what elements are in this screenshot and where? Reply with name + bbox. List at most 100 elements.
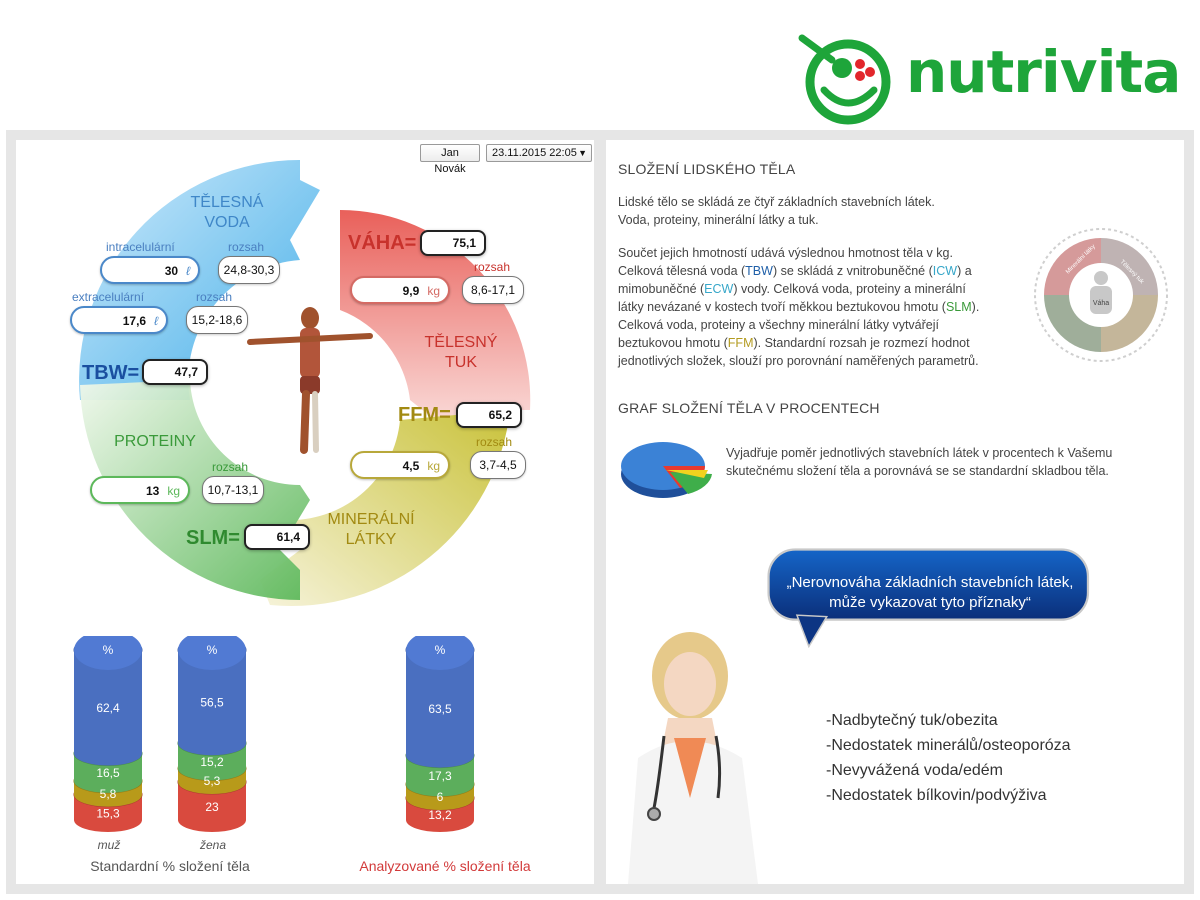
water-segment: [79, 159, 320, 400]
intro-line1: Lidské tělo se skládá ze čtyř základních…: [618, 195, 935, 209]
fat-title-line2: TUK: [445, 354, 477, 371]
header: nutrivita: [0, 0, 1200, 130]
ecw-range: 15,2-18,6: [186, 306, 248, 334]
protein-range-label: rozsah: [212, 460, 249, 474]
minerals-title-line1: MINERÁLNÍ: [327, 511, 415, 528]
cylinder-top-label: %: [435, 643, 446, 657]
ecw-range-label: rozsah: [196, 290, 233, 304]
fat-segment: [340, 209, 531, 440]
water-title-line1: TĚLESNÁ: [190, 194, 264, 211]
graph-line2: skutečnému složení těla a porovnává se s…: [726, 464, 1109, 478]
mini-ring-center-label: Váha: [1093, 300, 1109, 307]
cylinder-value-mineral: 6: [437, 790, 444, 804]
fat-range: 8,6-17,1: [462, 276, 524, 304]
cylinder-value-water: 63,5: [428, 702, 452, 716]
para-line3b: ) vody. Celková voda, proteiny a minerál…: [733, 282, 966, 296]
ecw-unit: ℓ: [154, 314, 158, 328]
protein-title: PROTEINY: [114, 433, 196, 450]
icw-unit: ℓ: [186, 264, 190, 278]
minerals-title: MINERÁLNÍ LÁTKY: [316, 510, 426, 550]
analyzed-composition-title: Analyzované % složení těla: [359, 858, 531, 874]
ecw-label: extracelulární: [72, 290, 145, 304]
cylinder-value-protein: 16,5: [96, 766, 120, 780]
cylinder-value-protein: 17,3: [428, 769, 452, 783]
list-item: -Nevyvážená voda/edém: [826, 762, 1003, 779]
ffm-value: 65,2: [456, 402, 522, 428]
para-line3a: mimobuněčné (: [618, 282, 705, 296]
icw-range: 24,8-30,3: [218, 256, 280, 284]
cylinder-value-water: 56,5: [200, 696, 224, 710]
para-line7: jednotlivých složek, slouží pro porovnán…: [618, 354, 979, 368]
brand-name: nutrivita: [906, 38, 1181, 106]
para-line4a: látky nevázané v kostech tvoří měkkou be…: [618, 300, 946, 314]
cylinder-male: %62,416,55,815,3: [73, 636, 143, 832]
bubble-line1: „Nerovnováha základních stavebních látek…: [786, 574, 1074, 591]
para-line4b: ).: [971, 300, 980, 314]
ecw-term: ECW: [704, 282, 734, 296]
cylinder-cap: [178, 636, 246, 670]
ecw-value: 17,6: [122, 314, 147, 328]
weight-value: 75,1: [420, 230, 486, 256]
slm-value: 61,4: [244, 524, 310, 550]
cylinder-analyzed: % 63,5 17,3 6 13,2: [405, 636, 475, 832]
fat-title: TĚLESNÝ TUK: [416, 333, 506, 373]
water-title: TĚLESNÁ VODA: [182, 193, 272, 233]
cylinder-female: %56,515,25,323: [177, 636, 247, 832]
cylinder-value-mineral: 5,3: [204, 774, 221, 788]
list-item: -Nedostatek minerálů/osteoporóza: [826, 737, 1071, 754]
fat-title-line1: TĚLESNÝ: [424, 334, 498, 351]
minerals-value: 4,5: [402, 459, 420, 473]
tbw-value: 47,7: [142, 359, 208, 385]
para-line2c: ) a: [957, 264, 972, 278]
icw-term: ICW: [932, 264, 958, 278]
protein-range: 10,7-13,1: [202, 476, 264, 504]
tbw-term: TBW: [745, 264, 773, 278]
cylinder-value-fat: 13,2: [428, 808, 452, 822]
cylinder-segment-water: [74, 650, 142, 766]
cylinder-value-mineral: 5,8: [100, 787, 117, 801]
measurement-date-select[interactable]: 23.11.2015 22:05 ▼: [486, 144, 592, 162]
graph-description: Vyjadřuje poměr jednotlivých stavebních …: [726, 444, 1176, 480]
para-line1: Součet jejich hmotností udává výslednou …: [618, 246, 953, 260]
slm-term: SLM: [945, 300, 972, 314]
cylinder-cap: [74, 636, 142, 670]
minerals-value-pill: 4,5 kg: [350, 451, 450, 479]
cylinder-top-label: %: [103, 643, 114, 657]
minerals-range-label: rozsah: [476, 435, 513, 449]
anatomy-figure: [247, 307, 373, 454]
intro-line2: Voda, proteiny, minerální látky a tuk.: [618, 213, 819, 227]
cylinder-top-label: %: [207, 643, 218, 657]
fat-value-pill: 9,9 kg: [350, 276, 450, 304]
water-title-line2: VODA: [204, 214, 250, 231]
female-caption: žena: [199, 838, 227, 852]
person-name-field[interactable]: Jan Novák: [420, 144, 480, 175]
para-line2a: Celková tělesná voda (: [618, 264, 746, 278]
para-line5: Celková voda, proteiny a všechny minerál…: [618, 318, 939, 332]
minerals-range: 3,7-4,5: [470, 451, 526, 479]
slm-label: SLM=: [186, 527, 240, 549]
fat-value: 9,9: [402, 284, 420, 298]
speech-bubble: [767, 548, 1090, 648]
fat-range-label: rozsah: [474, 260, 511, 274]
weight-label: VÁHA=: [348, 232, 417, 254]
logo-face-icon: [798, 34, 891, 125]
pie-chart-icon: [621, 442, 712, 498]
fat-unit: kg: [427, 284, 440, 298]
graph-line1: Vyjadřuje poměr jednotlivých stavebních …: [726, 446, 1113, 460]
cylinder-segment-water: [406, 650, 474, 768]
composition-section-title: SLOŽENÍ LIDSKÉHO TĚLA: [618, 161, 796, 177]
male-caption: muž: [97, 838, 121, 852]
standard-composition-title: Standardní % složení těla: [90, 858, 250, 874]
list-item: -Nedostatek bílkovin/podvýživa: [826, 787, 1047, 804]
protein-unit: kg: [167, 484, 180, 498]
composition-paragraph: Součet jejich hmotností udává výslednou …: [618, 244, 1028, 370]
cylinder-segment-fat: [178, 782, 246, 832]
cylinder-value-protein: 15,2: [200, 755, 224, 769]
list-item: -Nadbytečný tuk/obezita: [826, 712, 998, 729]
symptoms-list: -Nadbytečný tuk/obezita -Nedostatek mine…: [826, 708, 1071, 808]
minerals-unit: kg: [427, 459, 440, 473]
cylinder-value-fat: 15,3: [96, 806, 120, 820]
chevron-down-icon: ▼: [578, 148, 587, 158]
graph-section-title: GRAF SLOŽENÍ TĚLA V PROCENTECH: [618, 400, 880, 416]
icw-range-label: rozsah: [228, 240, 265, 254]
